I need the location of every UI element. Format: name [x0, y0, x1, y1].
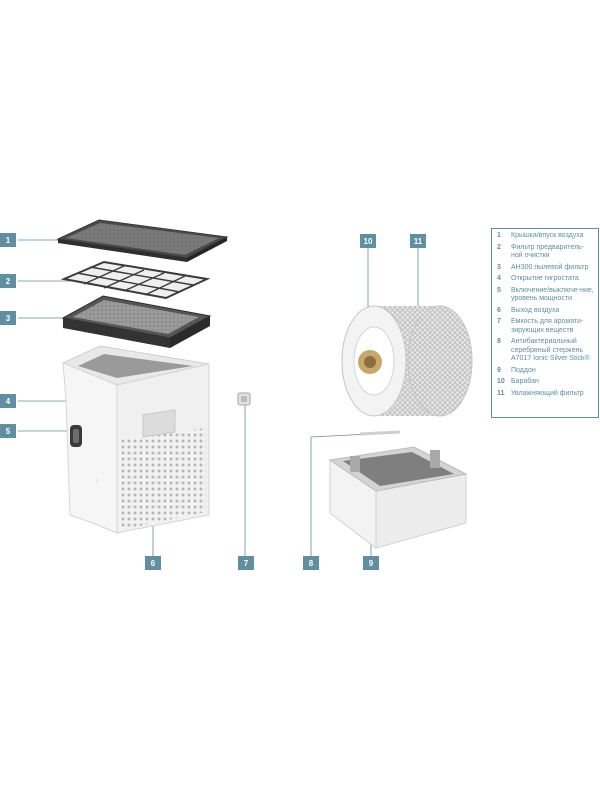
legend-num: 3 [497, 263, 501, 271]
legend-num: 6 [497, 306, 501, 314]
legend-row: 6 Выход воздуха [497, 307, 595, 316]
legend-num: 8 [497, 338, 501, 345]
legend-row: 2 Фильтр предваритель-ной очистки [497, 244, 595, 261]
legend-label: Крышка/впуск воздуха [511, 232, 584, 239]
legend-row: 1 Крышка/впуск воздуха [497, 232, 595, 241]
legend-label: Емкость для аромати-зирующих веществ [511, 318, 584, 334]
legend-label: Барабан [511, 378, 539, 385]
housing-brand-mark: — [93, 478, 99, 483]
prefilter-part [60, 260, 211, 300]
legend-label: AH300 пылевой фильтр [511, 263, 589, 271]
legend-label: Фильтр предваритель-ной очистки [511, 243, 585, 260]
callout-6: 6 [145, 556, 161, 570]
legend-row: 11 Увлажняющий фильтр [497, 390, 595, 399]
lid-part [56, 219, 229, 262]
legend-num: 5 [497, 286, 501, 294]
dust-filter-part [61, 295, 212, 348]
legend-row: 10 Барабан [497, 378, 595, 387]
tray-part [328, 446, 468, 550]
legend-label: Поддон [511, 366, 536, 374]
legend-row: 4 Открытие гигростата [497, 275, 595, 284]
callout-3: 3 [0, 311, 16, 325]
legend-num: 4 [497, 275, 501, 282]
parts-legend: 1 Крышка/впуск воздуха 2 Фильтр предварите… [491, 228, 599, 418]
legend-row: 3 AH300 пылевой фильтр [497, 264, 595, 273]
callout-5: 5 [0, 424, 16, 438]
housing-part [61, 345, 210, 534]
legend-label: Увлажняющий фильтр [511, 389, 584, 397]
legend-label: Открытие гигростата [511, 275, 579, 282]
legend-num: 2 [497, 243, 501, 251]
legend-num: 10 [497, 378, 505, 385]
legend-row: 5 Включение/выключе-ние, уровень мощности [497, 287, 595, 304]
callout-11: 11 [410, 234, 426, 248]
callout-7: 7 [238, 556, 254, 570]
aroma-container-part [237, 392, 251, 406]
legend-row: 7 Емкость для аромати-зирующих веществ [497, 318, 595, 335]
drum-filter-part [341, 305, 473, 417]
callout-1: 1 [0, 233, 16, 247]
legend-num: 11 [497, 389, 505, 397]
callout-8: 8 [303, 556, 319, 570]
legend-num: 7 [497, 318, 501, 325]
legend-label: Включение/выключе-ние, уровень мощности [511, 286, 594, 303]
callout-2: 2 [0, 274, 16, 288]
legend-row: 8 Антибактериальный серебряный стержень A… [497, 338, 595, 364]
silver-stick-part [359, 430, 401, 436]
legend-row: 9 Поддон [497, 367, 595, 376]
callout-10: 10 [360, 234, 376, 248]
legend-label: Антибактериальный серебряный стержень A7… [511, 338, 590, 362]
callout-9: 9 [363, 556, 379, 570]
legend-label: Выход воздуха [511, 306, 560, 314]
legend-num: 9 [497, 366, 501, 374]
legend-num: 1 [497, 232, 501, 239]
callout-4: 4 [0, 394, 16, 408]
